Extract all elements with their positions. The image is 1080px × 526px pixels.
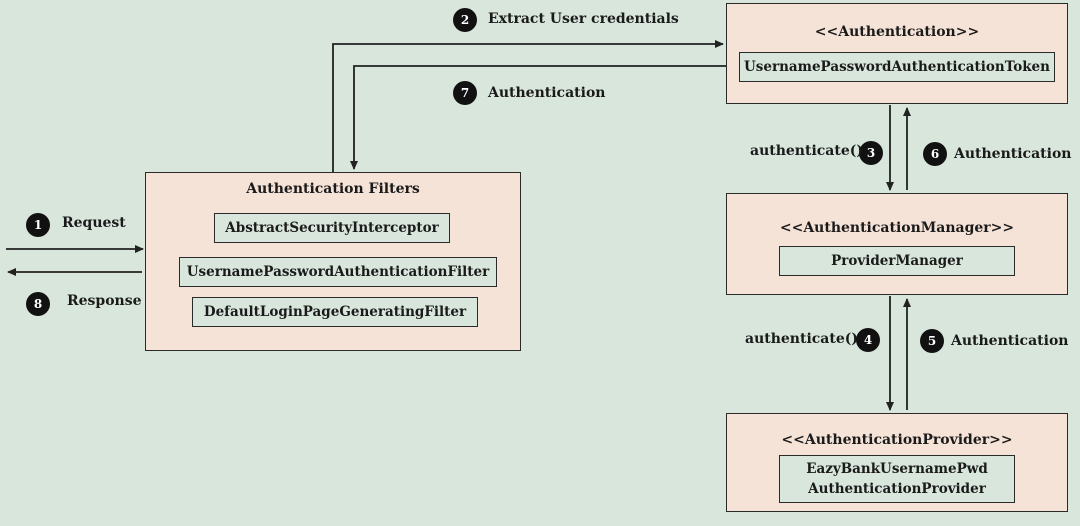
authentication-title: <<Authentication>> xyxy=(814,24,980,40)
authentication-filters-box: Authentication Filters AbstractSecurityI… xyxy=(145,172,521,351)
provider-line-2: AuthenticationProvider xyxy=(808,481,986,497)
step-7-badge: 7 xyxy=(453,81,477,105)
authentication-provider-box: <<AuthenticationProvider>> EazyBankUsern… xyxy=(726,413,1068,512)
step-5-badge: 5 xyxy=(920,329,944,353)
step-6-label: Authentication xyxy=(954,146,1072,162)
step-8-label: Response xyxy=(67,293,142,309)
provider-line-1: EazyBankUsernamePwd xyxy=(806,461,988,477)
authentication-manager-box: <<AuthenticationManager>> ProviderManage… xyxy=(726,193,1068,295)
step-2-label: Extract User credentials xyxy=(488,11,679,27)
step-1-badge: 1 xyxy=(26,213,50,237)
username-password-token: UsernamePasswordAuthenticationToken xyxy=(739,52,1055,82)
filter-default-login-page: DefaultLoginPageGeneratingFilter xyxy=(192,297,478,327)
step-5-label: Authentication xyxy=(951,333,1069,349)
step-2-badge: 2 xyxy=(453,8,477,32)
authentication-manager-title: <<AuthenticationManager>> xyxy=(779,220,1015,236)
authentication-provider-title: <<AuthenticationProvider>> xyxy=(781,432,1013,448)
authentication-return-arrow xyxy=(350,65,726,170)
step-6-badge: 6 xyxy=(923,142,947,166)
filter-abstract-security-interceptor: AbstractSecurityInterceptor xyxy=(214,213,450,243)
step-8-badge: 8 xyxy=(26,292,50,316)
step-1-label: Request xyxy=(62,215,126,231)
step-3-label: authenticate() xyxy=(750,143,863,159)
authentication-box: <<Authentication>> UsernamePasswordAuthe… xyxy=(726,3,1068,104)
step-3-badge: 3 xyxy=(859,141,883,165)
authentication-filters-title: Authentication Filters xyxy=(246,181,420,197)
step-7-label: Authentication xyxy=(488,85,606,101)
eazybank-authentication-provider: EazyBankUsernamePwd AuthenticationProvid… xyxy=(779,455,1015,503)
step-4-label: authenticate() xyxy=(745,331,858,347)
provider-manager: ProviderManager xyxy=(779,246,1015,276)
extract-credentials-arrow xyxy=(332,40,724,172)
step-4-badge: 4 xyxy=(856,328,880,352)
filter-username-password: UsernamePasswordAuthenticationFilter xyxy=(179,257,497,287)
